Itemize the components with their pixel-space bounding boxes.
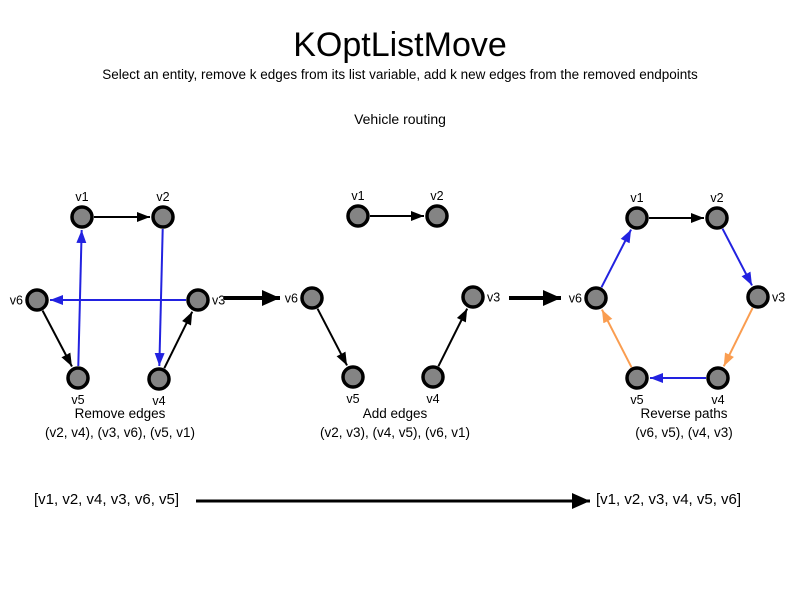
edge-v6-v5-remove-edges — [41, 310, 73, 367]
caption-title: Remove edges — [74, 406, 166, 421]
graph-caption-reverse-paths: Reverse paths (v6, v5), (v4, v3) — [534, 405, 800, 442]
node-label-v2-remove-edges: v2 — [156, 190, 169, 204]
node-label-v6-remove-edges: v6 — [10, 294, 23, 308]
node-label-v4-add-edges: v4 — [426, 392, 439, 406]
edge-v3-v4-reverse-paths — [722, 307, 754, 367]
caption-title: Add edges — [362, 406, 428, 421]
caption-detail: (v6, v5), (v4, v3) — [635, 424, 733, 440]
graph-node-v2-reverse-paths — [705, 206, 729, 230]
graph-node-v2-remove-edges — [151, 205, 175, 229]
graph-node-v5-remove-edges — [66, 366, 90, 390]
node-label-v2-add-edges: v2 — [430, 189, 443, 203]
graph-caption-remove-edges: Remove edges (v2, v4), (v3, v6), (v5, v1… — [0, 405, 270, 442]
edge-v2-v3-reverse-paths — [721, 228, 753, 286]
context-label: Vehicle routing — [354, 111, 446, 127]
graph-node-v1-add-edges — [346, 204, 370, 228]
node-label-v1-reverse-paths: v1 — [630, 191, 643, 205]
edge-v2-v4-remove-edges — [154, 228, 165, 367]
graph-node-v1-remove-edges — [70, 205, 94, 229]
node-label-v6-add-edges: v6 — [285, 292, 298, 306]
graph-node-v4-remove-edges — [147, 367, 171, 391]
node-label-v3-add-edges: v3 — [487, 291, 500, 305]
caption-title: Reverse paths — [640, 406, 728, 421]
graph-node-v6-add-edges — [300, 286, 324, 310]
graph-node-v6-remove-edges — [25, 288, 49, 312]
graph-node-v1-reverse-paths — [625, 206, 649, 230]
caption-detail: (v2, v3), (v4, v5), (v6, v1) — [319, 424, 471, 440]
edge-v5-v6-reverse-paths — [601, 309, 633, 368]
list-before: [v1, v2, v4, v3, v6, v5] — [34, 491, 180, 508]
list-after: [v1, v2, v3, v4, v5, v6] — [596, 491, 742, 508]
graph-node-v2-add-edges — [425, 204, 449, 228]
graph-caption-add-edges: Add edges (v2, v3), (v4, v5), (v6, v1) — [245, 405, 545, 442]
node-label-v2-reverse-paths: v2 — [710, 191, 723, 205]
node-label-v4-reverse-paths: v4 — [711, 393, 724, 407]
page-title: KOptListMove — [293, 26, 507, 64]
edge-v4-v3-remove-edges — [163, 311, 194, 369]
node-label-v3-remove-edges: v3 — [212, 294, 225, 308]
node-label-v3-reverse-paths: v3 — [772, 291, 785, 305]
graph-node-v5-add-edges — [341, 365, 365, 389]
graph-node-v3-add-edges — [461, 285, 485, 309]
node-label-v4-remove-edges: v4 — [152, 394, 165, 408]
graph-node-v3-remove-edges — [186, 288, 210, 312]
edge-v6-v5-add-edges — [316, 308, 348, 366]
edge-v5-v1-remove-edges — [76, 229, 87, 367]
graph-node-v6-reverse-paths — [584, 286, 608, 310]
page-subtitle: Select an entity, remove k edges from it… — [102, 67, 698, 82]
graph-node-v5-reverse-paths — [625, 366, 649, 390]
node-label-v5-remove-edges: v5 — [71, 393, 84, 407]
graph-node-v3-reverse-paths — [746, 285, 770, 309]
caption-detail: (v2, v4), (v3, v6), (v5, v1) — [44, 424, 196, 440]
edge-v4-v3-add-edges — [437, 308, 469, 367]
node-label-v6-reverse-paths: v6 — [569, 292, 582, 306]
node-label-v5-add-edges: v5 — [346, 392, 359, 406]
node-label-v1-add-edges: v1 — [351, 189, 364, 203]
node-label-v5-reverse-paths: v5 — [630, 393, 643, 407]
edge-v6-v1-reverse-paths — [600, 229, 632, 288]
node-label-v1-remove-edges: v1 — [75, 190, 88, 204]
graph-node-v4-reverse-paths — [706, 366, 730, 390]
graph-node-v4-add-edges — [421, 365, 445, 389]
